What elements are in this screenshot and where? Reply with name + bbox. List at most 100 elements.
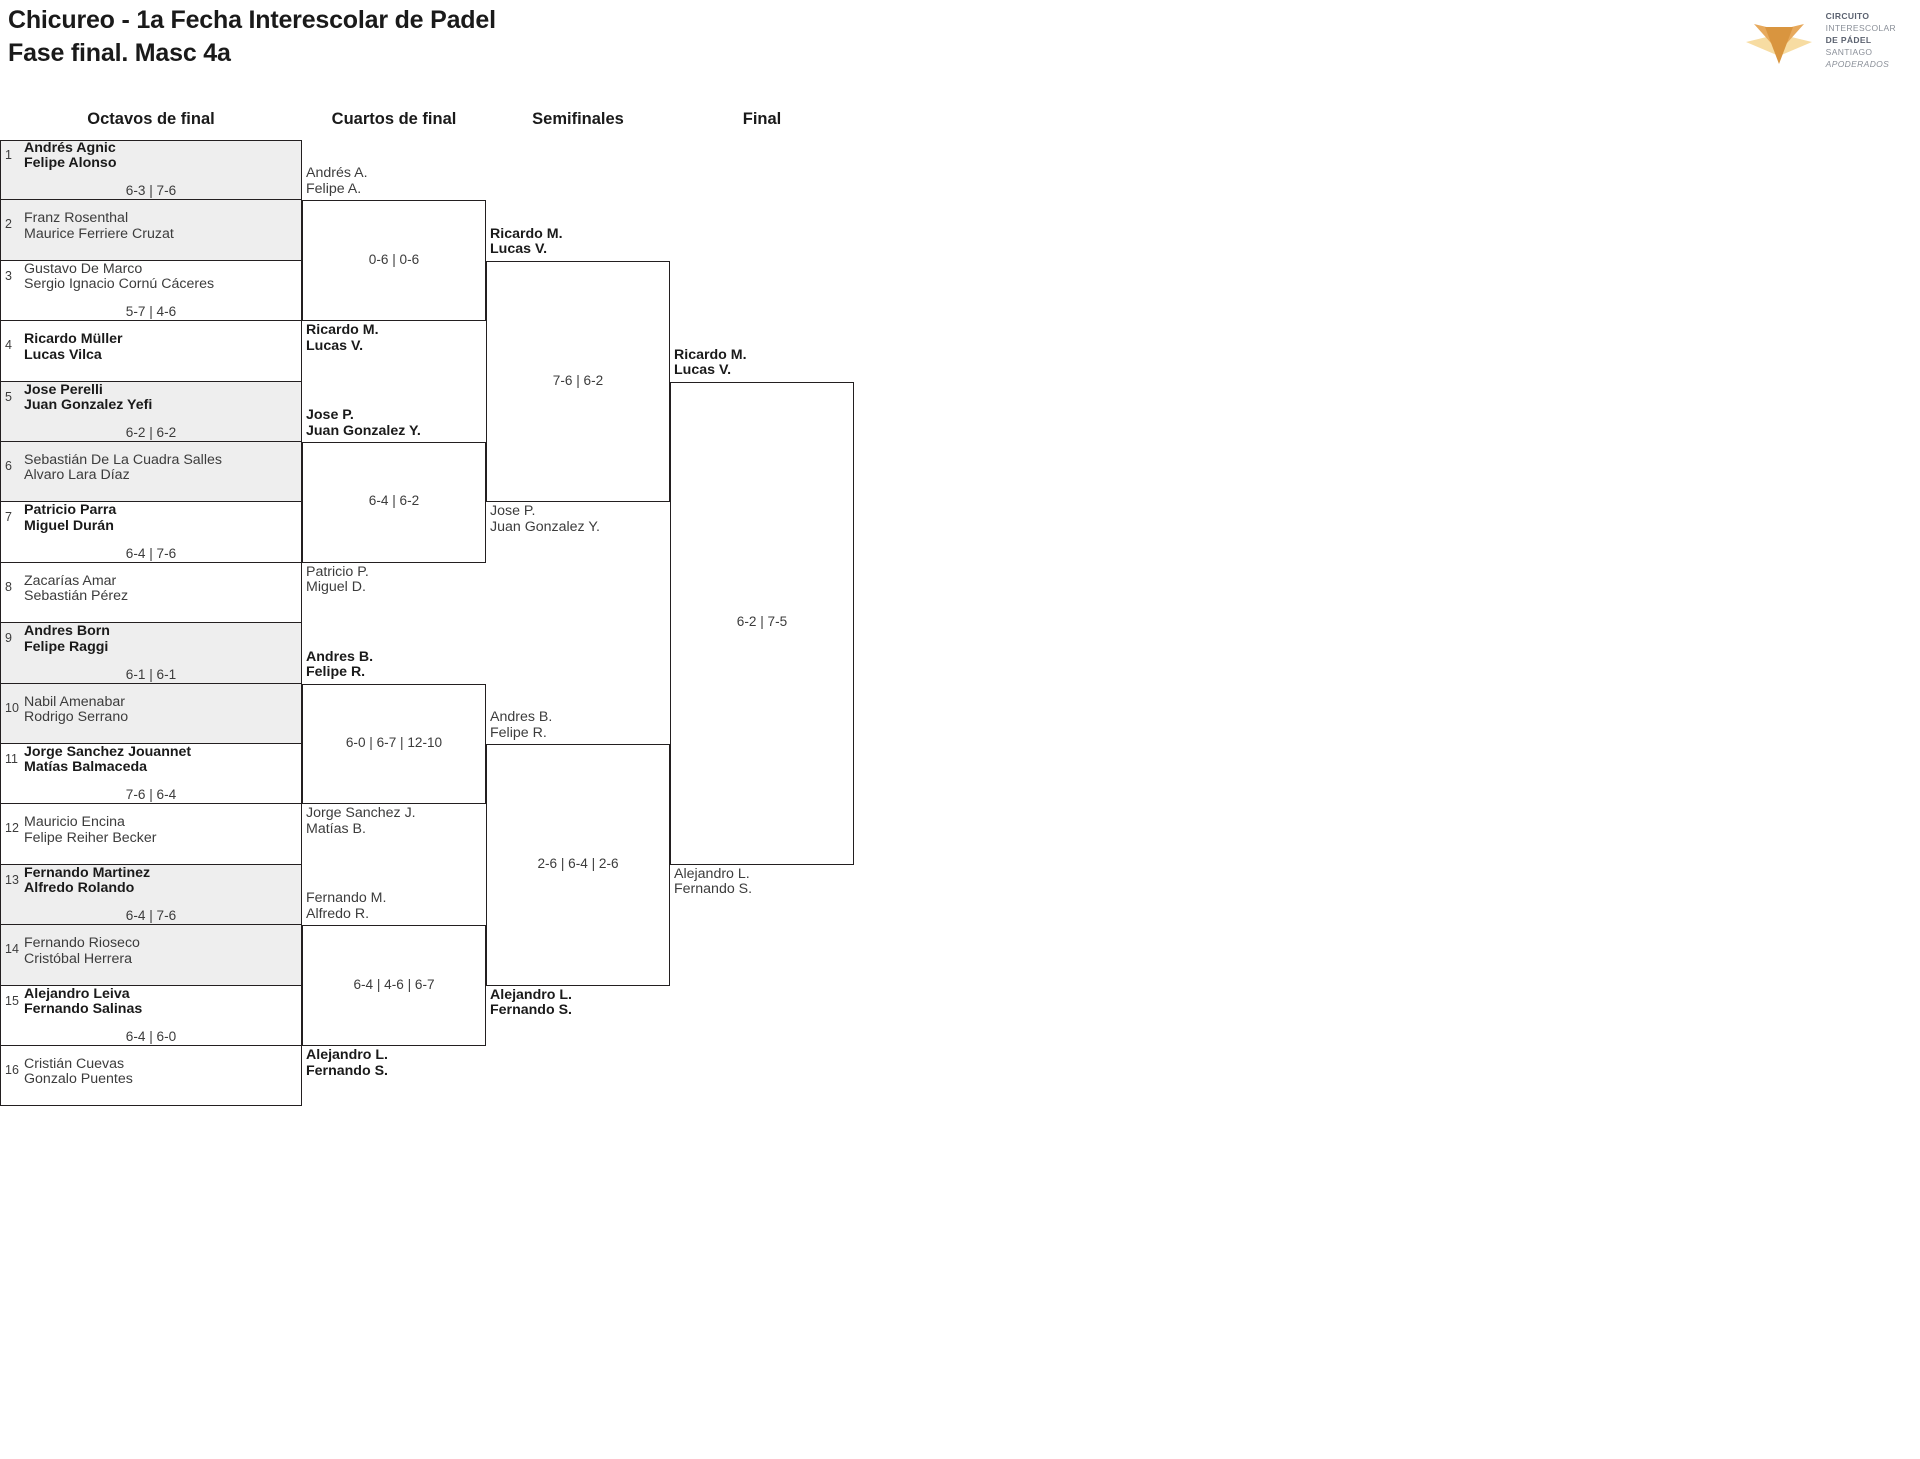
bracket-team[interactable]: Ricardo M.Lucas V. — [674, 347, 747, 379]
team-player-2: Maurice Ferriere Cruzat — [24, 225, 174, 242]
bracket-team[interactable]: Jose P.Juan Gonzalez Y. — [490, 504, 600, 535]
team-player-2: Fernando S. — [490, 1002, 572, 1019]
bracket-entry[interactable] — [0, 321, 302, 382]
match-score: 0-6 | 0-6 — [368, 251, 420, 267]
bracket-team[interactable]: Andres B.Felipe R. — [306, 649, 373, 681]
bracket-connector-cuartos — [302, 200, 486, 322]
match-score: 6-4 | 4-6 | 6-7 — [353, 976, 435, 992]
tournament-subtitle: Fase final. Masc 4a — [8, 39, 231, 67]
bracket-entry[interactable] — [0, 683, 302, 744]
team-player-1: Patricio P. — [306, 563, 369, 580]
bracket-entry[interactable] — [0, 925, 302, 986]
team-player-2: Sergio Ignacio Cornú Cáceres — [24, 276, 215, 293]
logo-line-2: INTERESCOLAR — [1825, 23, 1896, 34]
team-player-2: Lucas V. — [490, 241, 548, 258]
bracket-team[interactable]: Alejandro L.Fernando S. — [306, 1047, 388, 1079]
team-player-1: Gustavo De Marco — [24, 260, 143, 277]
bracket-team[interactable]: Patricio P.Miguel D. — [306, 563, 369, 596]
bracket-entry[interactable] — [0, 200, 302, 261]
seed-number: 5 — [5, 389, 12, 404]
match-score: 7-6 | 6-4 — [125, 787, 177, 803]
bracket-entry[interactable] — [0, 744, 302, 805]
bracket-team[interactable]: Alejandro L.Fernando S. — [490, 987, 572, 1019]
bracket-entry[interactable] — [0, 623, 302, 684]
seed-number: 15 — [5, 993, 19, 1008]
team-player-2: Alfredo R. — [306, 905, 370, 922]
bracket-connector-cuartos — [302, 683, 486, 805]
bracket-entry[interactable] — [0, 804, 302, 865]
team-player-2: Felipe R. — [306, 664, 366, 681]
team-player-2: Felipe A. — [306, 181, 362, 197]
bracket-entry[interactable] — [0, 381, 302, 442]
team-player-1: Fernando M. — [306, 890, 387, 907]
bracket-entry[interactable] — [0, 140, 302, 201]
bracket-team[interactable]: Ricardo M.Lucas V. — [306, 323, 379, 354]
team-player-1: Andres B. — [490, 709, 553, 725]
logo-line-4: SANTIAGO — [1825, 47, 1873, 58]
team-player-2: Fernando S. — [674, 881, 753, 898]
team-player-1: Ricardo M. — [306, 322, 379, 339]
bracket-team[interactable]: Jose P.Juan Gonzalez Y. — [306, 407, 421, 439]
brand-logo: CIRCUITO INTERESCOLAR DE PÁDEL SANTIAGO … — [1742, 10, 1896, 70]
bracket-team[interactable]: Fernando M.Alfredo R. — [306, 891, 386, 922]
bracket-team[interactable]: Jorge Sanchez J.Matías B. — [306, 806, 416, 837]
bracket-entry[interactable] — [0, 864, 302, 926]
seed-number: 14 — [5, 942, 19, 957]
team-player-1: Ricardo Müller — [24, 331, 123, 348]
team-player-1: Fernando Rioseco — [24, 935, 140, 952]
round-heading-octavos: Octavos de final — [87, 110, 215, 128]
seed-number: 11 — [5, 752, 18, 766]
team-player-1: Jose P. — [490, 503, 536, 520]
team-player-1: Sebastián De La Cuadra Salles — [24, 452, 222, 468]
team-player-2: Matías B. — [306, 821, 366, 837]
match-score: 6-2 | 6-2 — [125, 425, 177, 440]
team-player-2: Felipe Raggi — [24, 638, 109, 655]
bracket-entry[interactable] — [0, 985, 302, 1046]
team-player-1: Mauricio Encina — [24, 814, 125, 831]
bracket-entry[interactable] — [0, 1046, 302, 1107]
match-score: 6-1 | 6-1 — [125, 666, 177, 682]
bracket-entry[interactable] — [0, 502, 302, 563]
bracket-team[interactable]: Alejandro L.Fernando S. — [674, 866, 753, 898]
bracket-entry[interactable] — [0, 260, 302, 322]
bracket-entry[interactable] — [0, 562, 302, 624]
bracket-team[interactable]: Andres B.Felipe R. — [490, 709, 553, 741]
match-score: 6-0 | 6-7 | 12-10 — [345, 735, 443, 750]
team-player-2: Fernando Salinas — [24, 1000, 143, 1017]
seed-number: 10 — [5, 700, 19, 715]
page-title: Chicureo - 1a Fecha Interescolar de Pade… — [8, 4, 496, 70]
team-player-2: Gonzalo Puentes — [24, 1071, 133, 1088]
round-heading-cuartos: Cuartos de final — [331, 110, 457, 128]
logo-line-1: CIRCUITO — [1825, 11, 1870, 21]
seed-number: 1 — [5, 148, 12, 162]
bracket-entry[interactable] — [0, 442, 302, 503]
team-player-2: Fernando S. — [306, 1062, 388, 1079]
team-player-1: Andrés Agnic — [24, 140, 116, 156]
bracket-team[interactable]: Ricardo M.Lucas V. — [490, 226, 563, 258]
round-heading-semifinales: Semifinales — [532, 110, 624, 128]
bracket-team[interactable]: Andrés A.Felipe A. — [306, 166, 368, 197]
team-player-2: Felipe Alonso — [24, 155, 117, 172]
chevron-logo-icon — [1745, 24, 1812, 65]
logo-line-3: DE PÁDEL — [1825, 35, 1872, 46]
team-player-2: Miguel D. — [306, 579, 366, 596]
seed-number: 2 — [5, 217, 12, 232]
match-score: 6-4 | 6-0 — [125, 1029, 177, 1044]
